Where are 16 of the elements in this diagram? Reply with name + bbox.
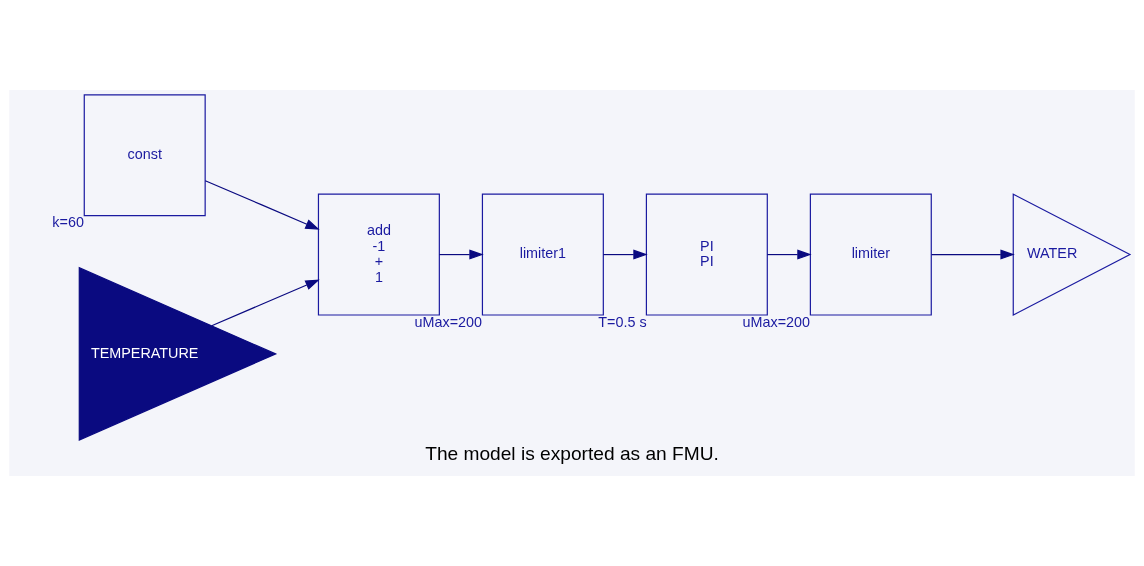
node-label: uMax=200 <box>742 313 810 330</box>
node-box: limiter1 <box>481 193 604 316</box>
arrow <box>438 249 484 260</box>
caption: The model is exported as an FMU. <box>425 443 719 465</box>
node-box: add -1 + 1 <box>317 193 440 316</box>
arrow <box>766 249 812 260</box>
node-label: uMax=200 <box>414 313 483 330</box>
node-box: const <box>83 94 206 217</box>
arrow <box>602 249 648 260</box>
arrow <box>211 279 320 327</box>
node-label: T=0.5 s <box>598 313 647 330</box>
arrow <box>931 249 1015 260</box>
arrow <box>204 180 320 230</box>
node-box: limiter <box>809 193 932 316</box>
node-label: k=60 <box>52 214 84 231</box>
node-box: PI PI <box>645 193 768 316</box>
